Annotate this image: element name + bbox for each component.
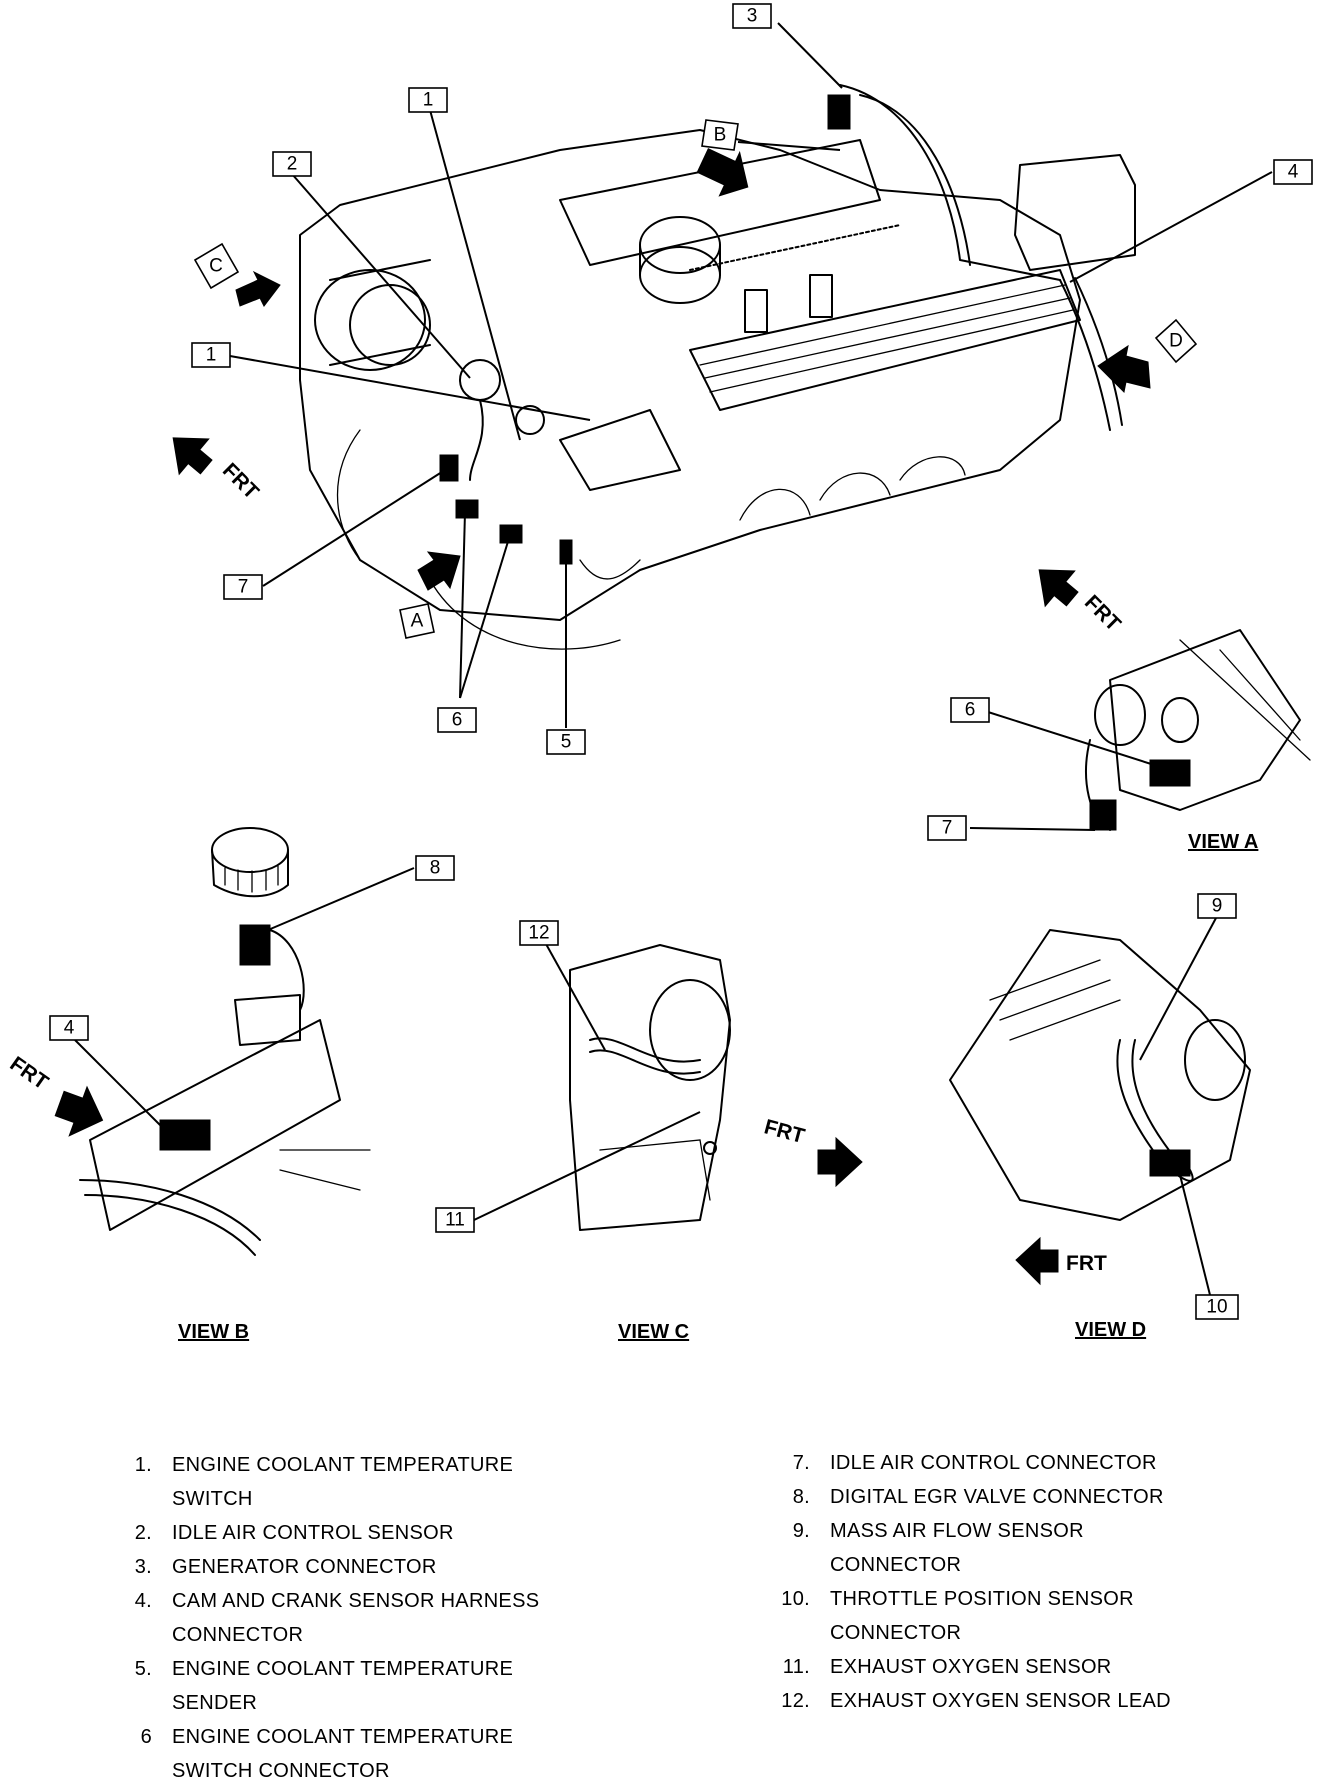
view-marker-d: D xyxy=(1097,318,1198,394)
legend-item-label: EXHAUST OXYGEN SENSOR LEAD xyxy=(830,1690,1171,1712)
legend-item: 3. GENERATOR CONNECTOR xyxy=(110,1550,542,1584)
callout-4-view-b: 4 xyxy=(49,1015,89,1041)
view-marker-a-label: A xyxy=(411,611,424,632)
view-d-illustration xyxy=(949,929,1251,1221)
view-a-illustration xyxy=(1085,629,1311,831)
callout-8: 8 xyxy=(415,855,455,881)
legend-item: 8. DIGITAL EGR VALVE CONNECTOR xyxy=(768,1480,1200,1514)
view-marker-c-label: C xyxy=(209,256,223,277)
frt-label-view-d: FRT xyxy=(1066,1252,1107,1275)
leader-lines xyxy=(74,22,1273,1296)
svg-text:1: 1 xyxy=(423,90,434,111)
view-marker-d-label: D xyxy=(1169,331,1183,352)
legend-item-label: GENERATOR CONNECTOR xyxy=(172,1556,437,1578)
legend-left: 1. ENGINE COOLANT TEMPERATURE SWITCH 2. IDL… xyxy=(110,1448,542,1788)
legend-item-label: IDLE AIR CONTROL CONNECTOR xyxy=(830,1452,1157,1474)
legend-item-number: 4. xyxy=(134,1590,152,1612)
legend-item: 4. CAM AND CRANK SENSOR HARNESS CONNECTOR xyxy=(110,1584,542,1652)
legend-item-number: 2. xyxy=(134,1522,152,1544)
callout-7-main: 7 xyxy=(223,574,263,600)
legend-item-number: 10. xyxy=(781,1588,810,1610)
legend-item-number: 12. xyxy=(781,1690,810,1712)
callout-3: 3 xyxy=(732,3,772,29)
legend-item-number: 1. xyxy=(134,1454,152,1476)
frt-label-view-c: FRT xyxy=(762,1115,808,1148)
frt-arrow-view-a: FRT xyxy=(1038,569,1125,636)
svg-text:8: 8 xyxy=(430,858,441,879)
frt-arrow-main: FRT xyxy=(172,437,263,504)
svg-text:12: 12 xyxy=(528,923,549,944)
callout-1-left: 1 xyxy=(191,342,231,368)
svg-text:11: 11 xyxy=(445,1210,465,1231)
legend-item-number: 8. xyxy=(792,1486,810,1508)
legend-item-number: 7. xyxy=(792,1452,810,1474)
legend-item: 2. IDLE AIR CONTROL SENSOR xyxy=(110,1516,542,1550)
legend-item-label: THROTTLE POSITION SENSOR CONNECTOR xyxy=(830,1588,1134,1644)
legend-item: 7. IDLE AIR CONTROL CONNECTOR xyxy=(768,1446,1200,1480)
legend-item: 1. ENGINE COOLANT TEMPERATURE SWITCH xyxy=(110,1448,542,1516)
callout-5: 5 xyxy=(546,729,586,755)
legend-item-number: 3. xyxy=(134,1556,152,1578)
view-c-illustration xyxy=(569,944,731,1231)
svg-text:1: 1 xyxy=(206,345,217,366)
svg-text:2: 2 xyxy=(287,154,298,175)
frt-label-view-a: FRT xyxy=(1080,591,1125,636)
view-b-illustration xyxy=(79,827,371,1256)
svg-text:3: 3 xyxy=(747,6,758,27)
svg-text:7: 7 xyxy=(238,577,249,598)
svg-text:7: 7 xyxy=(942,818,953,839)
view-marker-a: A xyxy=(399,551,461,639)
frt-arrow-view-c: FRT xyxy=(762,1115,863,1188)
callout-11: 11 xyxy=(435,1207,475,1233)
svg-text:6: 6 xyxy=(965,700,976,721)
main-engine-illustration xyxy=(299,84,1136,650)
legend-item-number: 6 xyxy=(140,1726,152,1748)
legend-item-label: MASS AIR FLOW SENSOR CONNECTOR xyxy=(830,1520,1084,1576)
legend-item-label: CAM AND CRANK SENSOR HARNESS CONNECTOR xyxy=(172,1590,540,1646)
legend-right: 7. IDLE AIR CONTROL CONNECTOR 8. DIGITAL EG… xyxy=(768,1446,1200,1718)
view-d-title: VIEW D xyxy=(1075,1319,1146,1341)
view-c-title: VIEW C xyxy=(618,1321,689,1343)
view-marker-b: B xyxy=(696,119,841,197)
legend-item-label: DIGITAL EGR VALVE CONNECTOR xyxy=(830,1486,1164,1508)
callout-10: 10 xyxy=(1195,1294,1239,1320)
legend-item: 5. ENGINE COOLANT TEMPERATURE SENDER xyxy=(110,1652,542,1720)
legend-item: 11. EXHAUST OXYGEN SENSOR xyxy=(768,1650,1200,1684)
legend-item: 9. MASS AIR FLOW SENSOR CONNECTOR xyxy=(768,1514,1200,1582)
legend-item-label: ENGINE COOLANT TEMPERATURE SWITCH CONNEC… xyxy=(172,1726,514,1782)
legend-item: 12. EXHAUST OXYGEN SENSOR LEAD xyxy=(768,1684,1200,1718)
legend-item-number: 9. xyxy=(792,1520,810,1542)
callout-6-main: 6 xyxy=(437,707,477,733)
svg-text:9: 9 xyxy=(1212,896,1223,917)
view-b-title: VIEW B xyxy=(178,1321,249,1343)
legend-item-label: IDLE AIR CONTROL SENSOR xyxy=(172,1522,454,1544)
view-marker-c: C xyxy=(193,242,281,307)
view-a-title: VIEW A xyxy=(1188,831,1258,853)
callout-12: 12 xyxy=(519,920,559,946)
frt-label-main: FRT xyxy=(218,459,263,504)
svg-text:4: 4 xyxy=(1288,162,1299,183)
callout-4-main: 4 xyxy=(1273,159,1313,185)
svg-text:5: 5 xyxy=(561,732,572,753)
legend-item-number: 11. xyxy=(782,1656,810,1678)
callout-7-view-a: 7 xyxy=(927,815,967,841)
frt-arrow-view-b: FRT xyxy=(6,1052,104,1137)
frt-label-view-b: FRT xyxy=(6,1052,53,1094)
legend-item-label: ENGINE COOLANT TEMPERATURE SWITCH xyxy=(172,1454,514,1510)
legend-item: 10. THROTTLE POSITION SENSOR CONNECTOR xyxy=(768,1582,1200,1650)
callout-2: 2 xyxy=(272,151,312,177)
callout-6-view-a: 6 xyxy=(950,697,990,723)
legend-item-label: EXHAUST OXYGEN SENSOR xyxy=(830,1656,1112,1678)
svg-text:4: 4 xyxy=(64,1018,75,1039)
callout-9: 9 xyxy=(1197,893,1237,919)
view-marker-b-label: B xyxy=(714,125,727,146)
legend-item-label: ENGINE COOLANT TEMPERATURE SENDER xyxy=(172,1658,514,1714)
frt-arrow-view-d: FRT xyxy=(1015,1236,1107,1286)
svg-text:6: 6 xyxy=(452,710,463,731)
legend-item-number: 5. xyxy=(134,1658,152,1680)
legend-item: 6 ENGINE COOLANT TEMPERATURE SWITCH CONNE… xyxy=(110,1720,542,1788)
callout-1-top: 1 xyxy=(408,87,448,113)
svg-text:10: 10 xyxy=(1206,1297,1227,1318)
